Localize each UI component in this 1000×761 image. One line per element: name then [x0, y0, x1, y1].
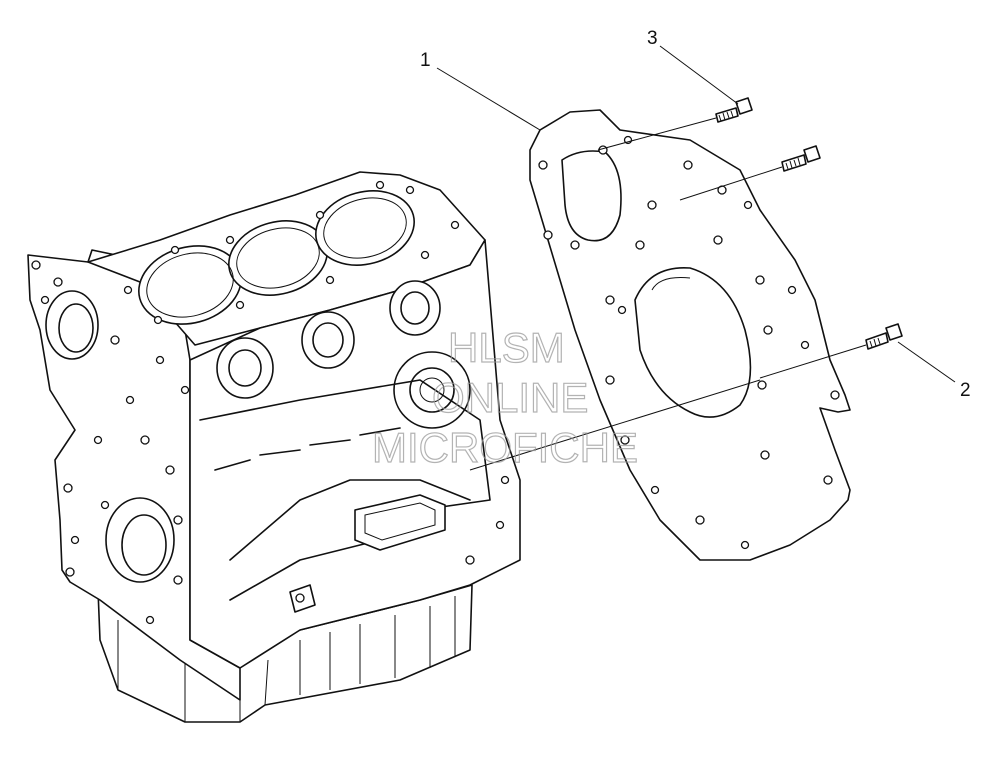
bolt-2 [865, 323, 903, 350]
bolt-3 [715, 97, 753, 123]
bolt-upper [781, 145, 821, 172]
watermark-line-1: HLSM [448, 324, 565, 371]
flywheel-housing-plate [529, 109, 851, 561]
assembly-center-lines [469, 117, 867, 471]
callout-leaders [436, 45, 956, 383]
watermark-line-3: MICROFICHE [372, 424, 638, 471]
callout-2: 2 [960, 380, 971, 401]
watermark-line-2: ONLINE [432, 374, 588, 421]
watermark: HLSM ONLINE MICROFICHE [371, 323, 638, 471]
callout-1: 1 [420, 50, 431, 71]
callout-3: 3 [647, 28, 658, 49]
engine-block [27, 171, 521, 723]
